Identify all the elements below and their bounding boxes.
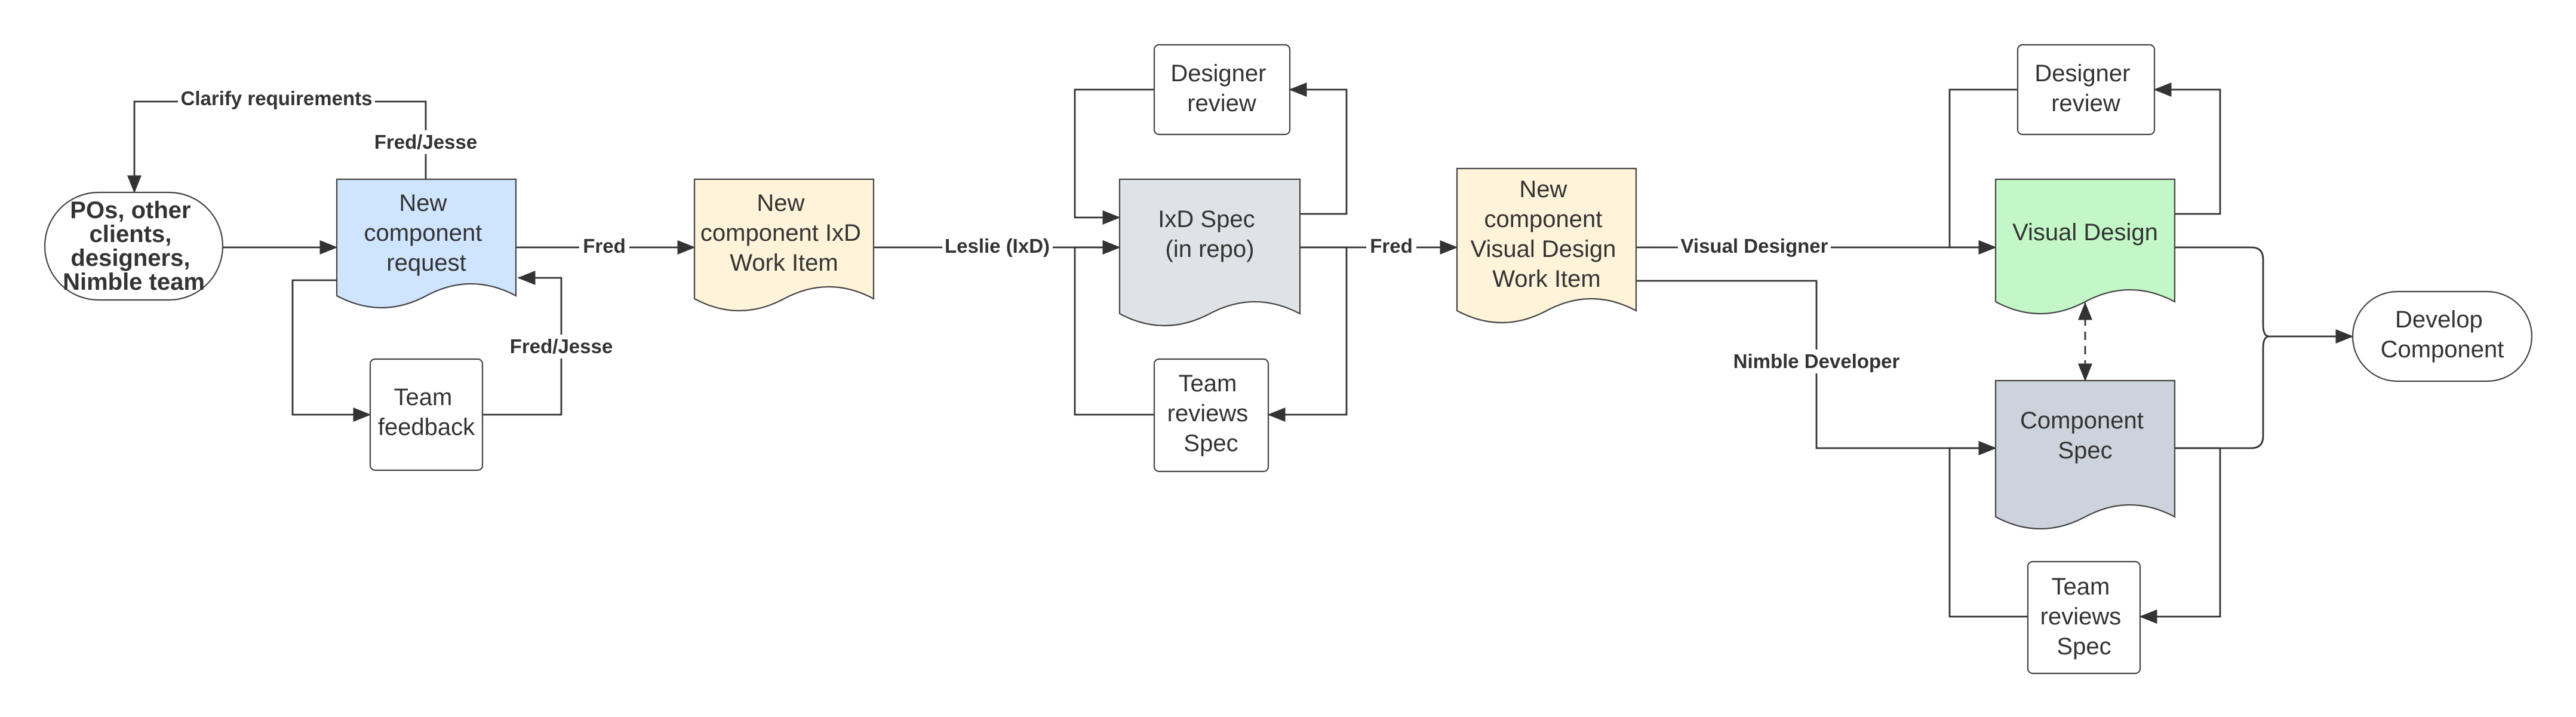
label-bg-fred-1 (579, 234, 629, 258)
node-team-reviews-spec-comp[interactable]: Team reviews Spec (2027, 560, 2141, 675)
label-bg-visual-designer (1678, 234, 1831, 258)
label-bg-clarify (178, 88, 375, 112)
node-ixd-spec[interactable]: IxD Spec (in repo) (1118, 178, 1301, 326)
node-stakeholders-label: POs, other clients, designers, Nimble te… (63, 197, 205, 295)
node-designer-review-vd-label: Designer review (2034, 60, 2137, 117)
node-develop-component[interactable]: Develop Component (2351, 290, 2533, 382)
edge-visual-design-to-designer-review (2153, 82, 2221, 215)
node-team-feedback-label: Team feedback (378, 384, 475, 440)
edge-designer-review-to-ixd-spec (1074, 88, 1154, 225)
node-stakeholders-shape (44, 191, 224, 301)
node-team-feedback-shape (369, 358, 484, 471)
node-team-reviews-spec-comp-shape (2027, 560, 2141, 675)
node-component-spec-label: Component Spec (2020, 407, 2150, 464)
edge-label-fred-jesse-top: Fred/Jesse (374, 131, 477, 153)
label-bg-fred-2 (1366, 234, 1416, 258)
edge-ixd-spec-to-designer-review (1289, 82, 1348, 215)
node-ixd-work-item-shape (693, 178, 875, 311)
node-designer-review-ixd[interactable]: Designer review (1153, 44, 1291, 136)
label-bg-fred-jesse-top (371, 130, 480, 154)
edge-visual-design-to-merge (2175, 246, 2270, 338)
node-ixd-work-item[interactable]: New component IxD Work Item (693, 178, 875, 311)
node-visual-design[interactable]: Visual Design (1994, 178, 2176, 314)
edge-request-to-feedback (291, 279, 371, 422)
edge-label-visual-designer: Visual Designer (1680, 235, 1828, 257)
edge-label-leslie: Leslie (IxD) (945, 235, 1050, 257)
node-team-reviews-spec-ixd[interactable]: Team reviews Spec (1153, 358, 1269, 473)
node-ixd-work-item-label: New component IxD Work Item (700, 190, 868, 276)
node-new-component-request-label: New component request (364, 190, 488, 276)
node-component-spec[interactable]: Component Spec (1994, 379, 2176, 529)
node-new-component-request[interactable]: New component request (336, 178, 517, 308)
label-bg-nimble-developer (1729, 350, 1904, 373)
node-stakeholders[interactable]: POs, other clients, designers, Nimble te… (44, 191, 224, 301)
label-bg-leslie (942, 234, 1053, 258)
node-team-feedback[interactable]: Team feedback (369, 358, 484, 471)
edge-label-fred-1: Fred (583, 235, 626, 257)
edge-component-spec-to-merge (2175, 335, 2270, 449)
nodes: POs, other clients, designers, Nimble te… (44, 44, 2533, 675)
edge-label-clarify-requirements: Clarify requirements (181, 87, 373, 109)
node-team-reviews-spec-ixd-shape (1153, 358, 1269, 473)
node-vd-work-item-label: New component Visual Design Work Item (1471, 176, 1623, 292)
node-develop-component-shape (2351, 290, 2533, 382)
node-designer-review-ixd-shape (1153, 44, 1291, 136)
node-designer-review-vd[interactable]: Designer review (2016, 44, 2156, 136)
edge-team-reviews-to-ixd-spec (1074, 240, 1154, 416)
node-vd-work-item[interactable]: New component Visual Design Work Item (1456, 167, 1637, 323)
label-bg-fred-jesse-side (506, 335, 616, 358)
edge-label-nimble-developer: Nimble Developer (1733, 350, 1900, 372)
node-team-reviews-spec-ixd-label: Team reviews Spec (1167, 370, 1255, 456)
node-new-component-request-shape (336, 178, 517, 308)
edge-label-fred-jesse-side: Fred/Jesse (510, 335, 613, 357)
node-team-reviews-spec-comp-label: Team reviews Spec (2040, 574, 2128, 660)
node-vd-work-item-shape (1456, 167, 1637, 323)
node-ixd-spec-shape (1118, 178, 1301, 326)
node-component-spec-shape (1994, 379, 2176, 529)
edges (127, 82, 2354, 624)
node-develop-component-label: Develop Component (2381, 307, 2504, 363)
edge-team-reviews-to-component-spec (1948, 441, 2028, 618)
node-designer-review-ixd-label: Designer review (1170, 60, 1272, 117)
node-ixd-spec-label: IxD Spec (in repo) (1158, 206, 1261, 262)
edge-designer-review-to-visual-design (1948, 88, 2018, 255)
node-visual-design-shape (1994, 178, 2176, 314)
edge-labels: Clarify requirements Fred/Jesse Fred/Jes… (178, 87, 1904, 373)
node-visual-design-label: Visual Design (2012, 219, 2158, 246)
node-designer-review-vd-shape (2016, 44, 2156, 136)
edge-label-fred-2: Fred (1370, 235, 1413, 257)
